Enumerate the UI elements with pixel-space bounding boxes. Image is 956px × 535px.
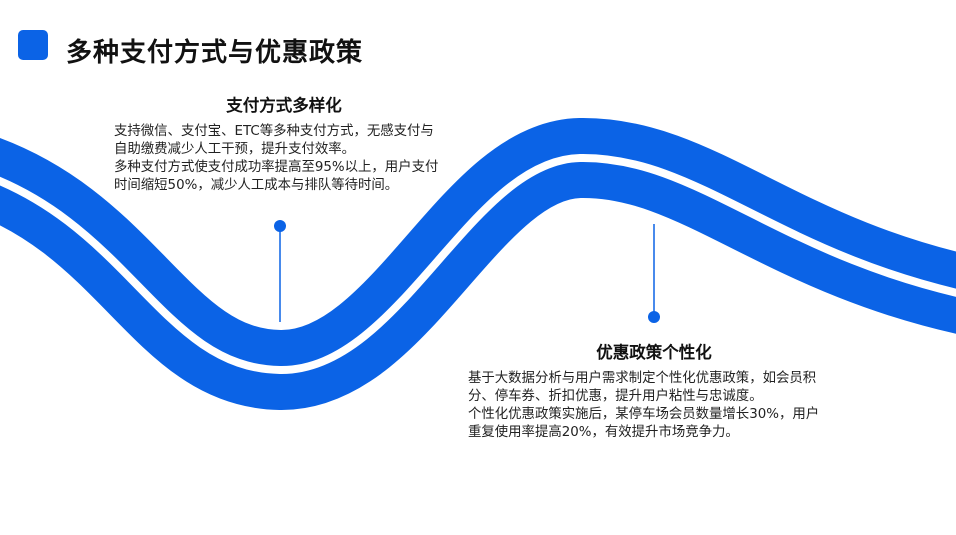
section-heading: 支付方式多样化 xyxy=(226,96,342,115)
section-discount-policy: 优惠政策个性化 基于大数据分析与用户需求制定个性化优惠政策，如会员积 分、停车券… xyxy=(468,344,840,442)
page-title: 多种支付方式与优惠政策 xyxy=(66,38,364,68)
section-line: 基于大数据分析与用户需求制定个性化优惠政策，如会员积 xyxy=(468,371,817,386)
dot-marker-icon-2 xyxy=(648,311,660,323)
section-payment-methods: 支付方式多样化 支持微信、支付宝、ETC等多种支付方式，无感支付与 自助缴费减少… xyxy=(114,97,454,195)
section-line: 分、停车券、折扣优惠，提升用户粘性与忠诚度。 xyxy=(468,389,763,404)
section-line: 时间缩短50%，减少人工成本与排队等待时间。 xyxy=(114,178,399,193)
section-line: 多种支付方式使支付成功率提高至95%以上，用户支付 xyxy=(114,160,439,175)
dot-marker-icon-1 xyxy=(274,220,286,232)
section-line: 自助缴费减少人工干预，提升支付效率。 xyxy=(114,142,356,157)
logo-front-square xyxy=(18,30,48,60)
section-line: 重复使用率提高20%，有效提升市场竞争力。 xyxy=(468,425,739,440)
section-heading: 优惠政策个性化 xyxy=(596,343,712,362)
logo-icon xyxy=(18,30,58,70)
wave-divider-line xyxy=(0,153,956,375)
section-line: 个性化优惠政策实施后，某停车场会员数量增长30%，用户 xyxy=(468,407,820,422)
section-line: 支持微信、支付宝、ETC等多种支付方式，无感支付与 xyxy=(114,124,434,139)
